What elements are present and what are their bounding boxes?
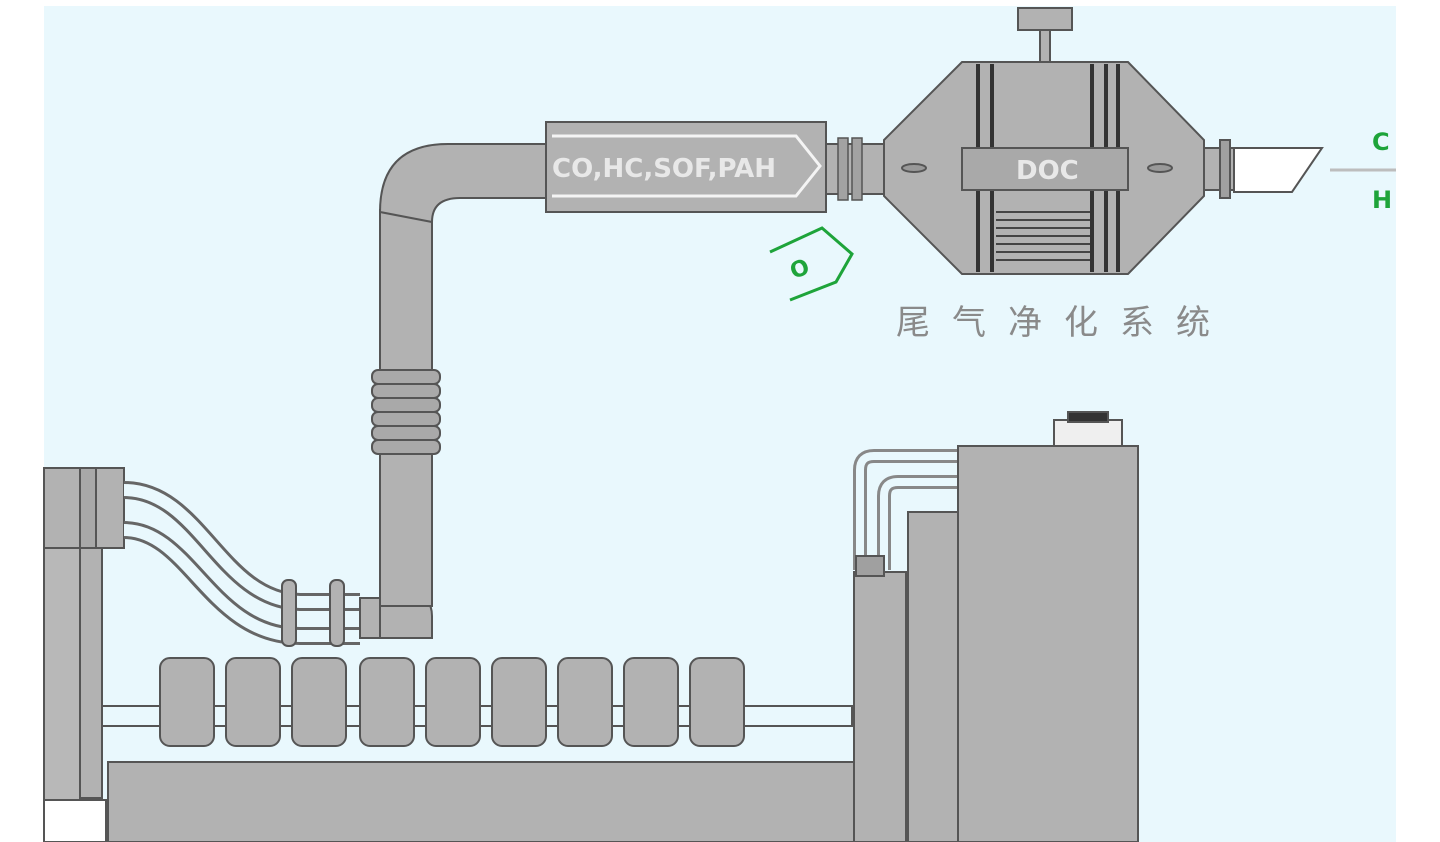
cylinder: [359, 657, 415, 747]
cylinder: [291, 657, 347, 747]
cylinder: [623, 657, 679, 747]
doc-label: DOC: [1016, 156, 1079, 186]
oxygen-arrow-outline: [769, 226, 854, 302]
manifold-joint: [359, 597, 381, 639]
tank-hose: [856, 452, 960, 570]
exhaust-pipe: CO,HC,SOF,PAH: [123, 121, 887, 647]
doc-vent: [1147, 163, 1173, 173]
manifold-flange: [281, 579, 297, 647]
tank-cap: [1053, 419, 1123, 447]
doc-sensor-head: [1017, 7, 1073, 31]
tank-coupler: [855, 555, 885, 577]
doc-inlet-flange: [837, 137, 849, 201]
doc-vent: [901, 163, 927, 173]
tank-cap-knob: [1067, 411, 1109, 423]
doc-sensor-stem: [1039, 29, 1051, 65]
manifold-pipe: [123, 524, 360, 642]
engine-left-column: [79, 547, 103, 799]
cylinder: [425, 657, 481, 747]
gas-label: CO,HC,SOF,PAH: [552, 154, 776, 184]
doc-inlet-flange: [851, 137, 863, 201]
fuel-tank: [853, 411, 1139, 842]
cylinder: [225, 657, 281, 747]
cylinder: [491, 657, 547, 747]
outlet-label-bottom: H: [1372, 186, 1392, 214]
tank-hose: [880, 478, 960, 570]
engine: [43, 467, 859, 842]
engine-left-foot: [43, 799, 107, 842]
doc-label-band: [961, 147, 1129, 191]
tank-mid-block: [907, 511, 959, 842]
cylinder: [689, 657, 745, 747]
engine-main-block: [107, 761, 859, 842]
flow-arrow: [552, 134, 822, 198]
tank-left-column: [853, 571, 907, 842]
tank-body: [957, 445, 1139, 842]
outlet-label-top: C: [1372, 128, 1390, 156]
system-caption: 尾气净化系统: [896, 303, 1232, 343]
doc-outlet-flange: [1219, 139, 1231, 199]
upper-elbow: [378, 143, 549, 224]
cylinder: [557, 657, 613, 747]
doc-tailpipe: [1233, 147, 1324, 193]
manifold-flange: [329, 579, 345, 647]
engine-left-base: [43, 547, 81, 842]
riser-bellows: [371, 369, 441, 455]
doc-grill: [996, 211, 1090, 261]
doc-catalyst: [883, 7, 1324, 275]
engine-left-flange: [79, 467, 97, 549]
cylinder: [159, 657, 215, 747]
